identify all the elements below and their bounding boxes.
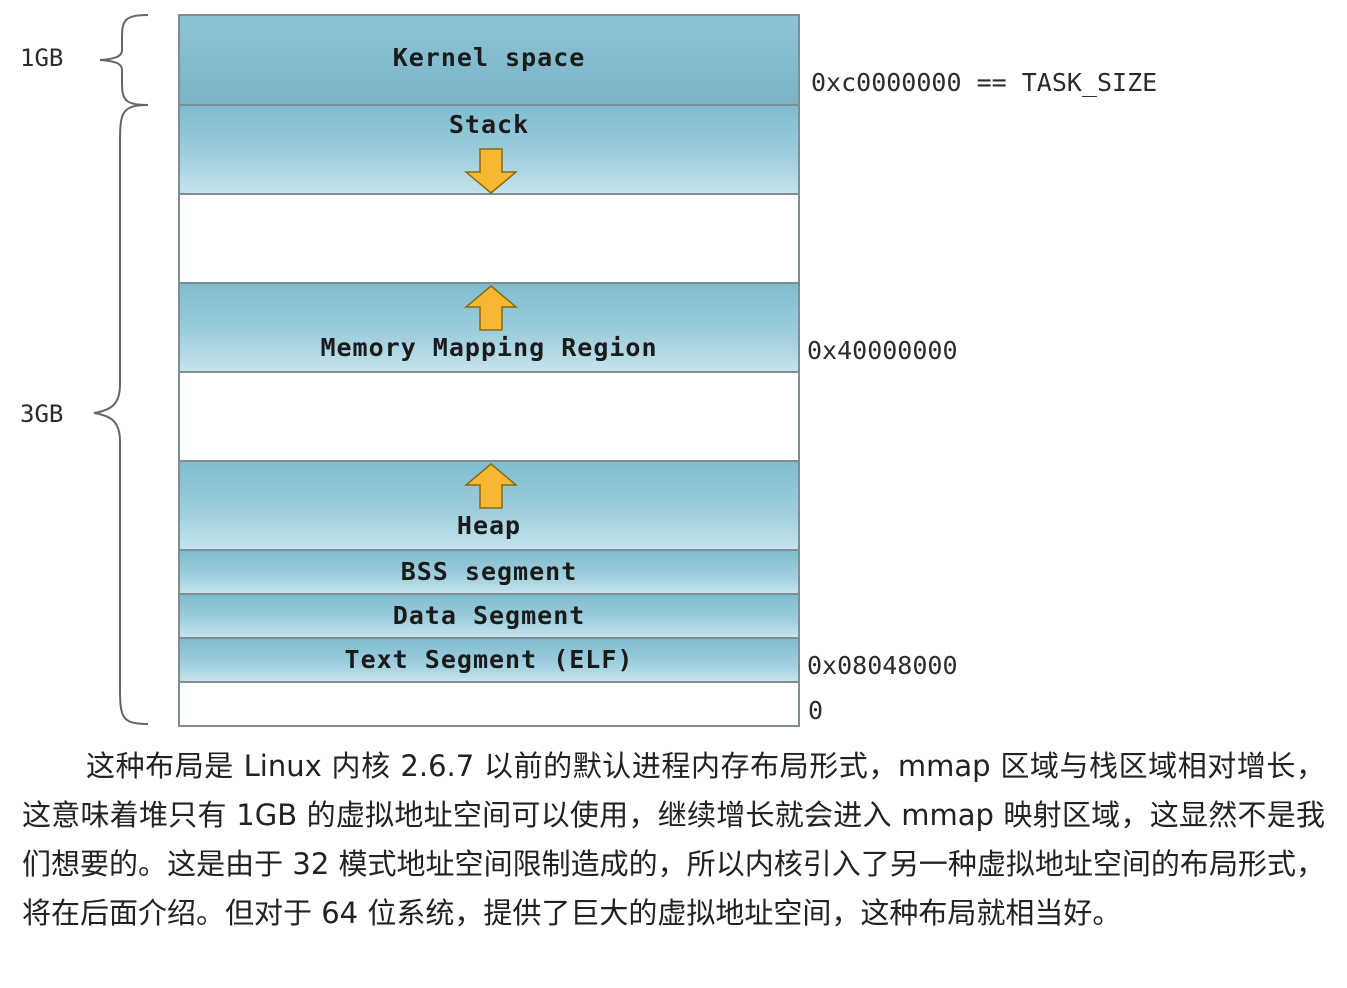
address-text-start: 0x08048000 [807, 651, 958, 680]
brace-1gb-icon [99, 14, 149, 106]
segment-kernel-label: Kernel space [392, 43, 586, 72]
segment-mmap: Memory Mapping Region [180, 284, 798, 373]
address-task-size: 0xc0000000 == TASK_SIZE [811, 68, 1158, 97]
segment-heap-label: Heap [456, 511, 522, 540]
arrow-down-icon [464, 148, 518, 194]
segment-bottom-gap [180, 683, 798, 725]
brace-3gb-icon [93, 104, 149, 725]
segment-stack-label: Stack [448, 110, 530, 139]
segment-text-label: Text Segment (ELF) [344, 645, 634, 674]
size-label-1gb: 1GB [20, 44, 64, 72]
segment-bss: BSS segment [180, 551, 798, 595]
size-label-3gb: 3GB [20, 400, 64, 428]
segment-heap: Heap [180, 462, 798, 551]
segment-text: Text Segment (ELF) [180, 639, 798, 683]
segment-mmap-label: Memory Mapping Region [320, 333, 658, 362]
segment-bss-label: BSS segment [400, 557, 578, 586]
segment-data: Data Segment [180, 595, 798, 639]
memory-layout-diagram: 1GB 3GB Kernel space Stack Memory Mappin… [20, 14, 1158, 727]
segment-data-label: Data Segment [392, 601, 586, 630]
segment-stack: Stack [180, 106, 798, 195]
arrow-up-icon [464, 285, 518, 331]
address-zero: 0 [808, 696, 824, 725]
memory-box: Kernel space Stack Memory Mapping Region… [178, 14, 800, 727]
segment-gap-1 [180, 195, 798, 284]
segment-kernel: Kernel space [180, 16, 798, 106]
description-paragraph: 这种布局是 Linux 内核 2.6.7 以前的默认进程内存布局形式，mmap … [22, 749, 1325, 930]
arrow-up-icon [464, 463, 518, 509]
address-mmap-base: 0x40000000 [807, 336, 958, 365]
segment-gap-2 [180, 373, 798, 462]
